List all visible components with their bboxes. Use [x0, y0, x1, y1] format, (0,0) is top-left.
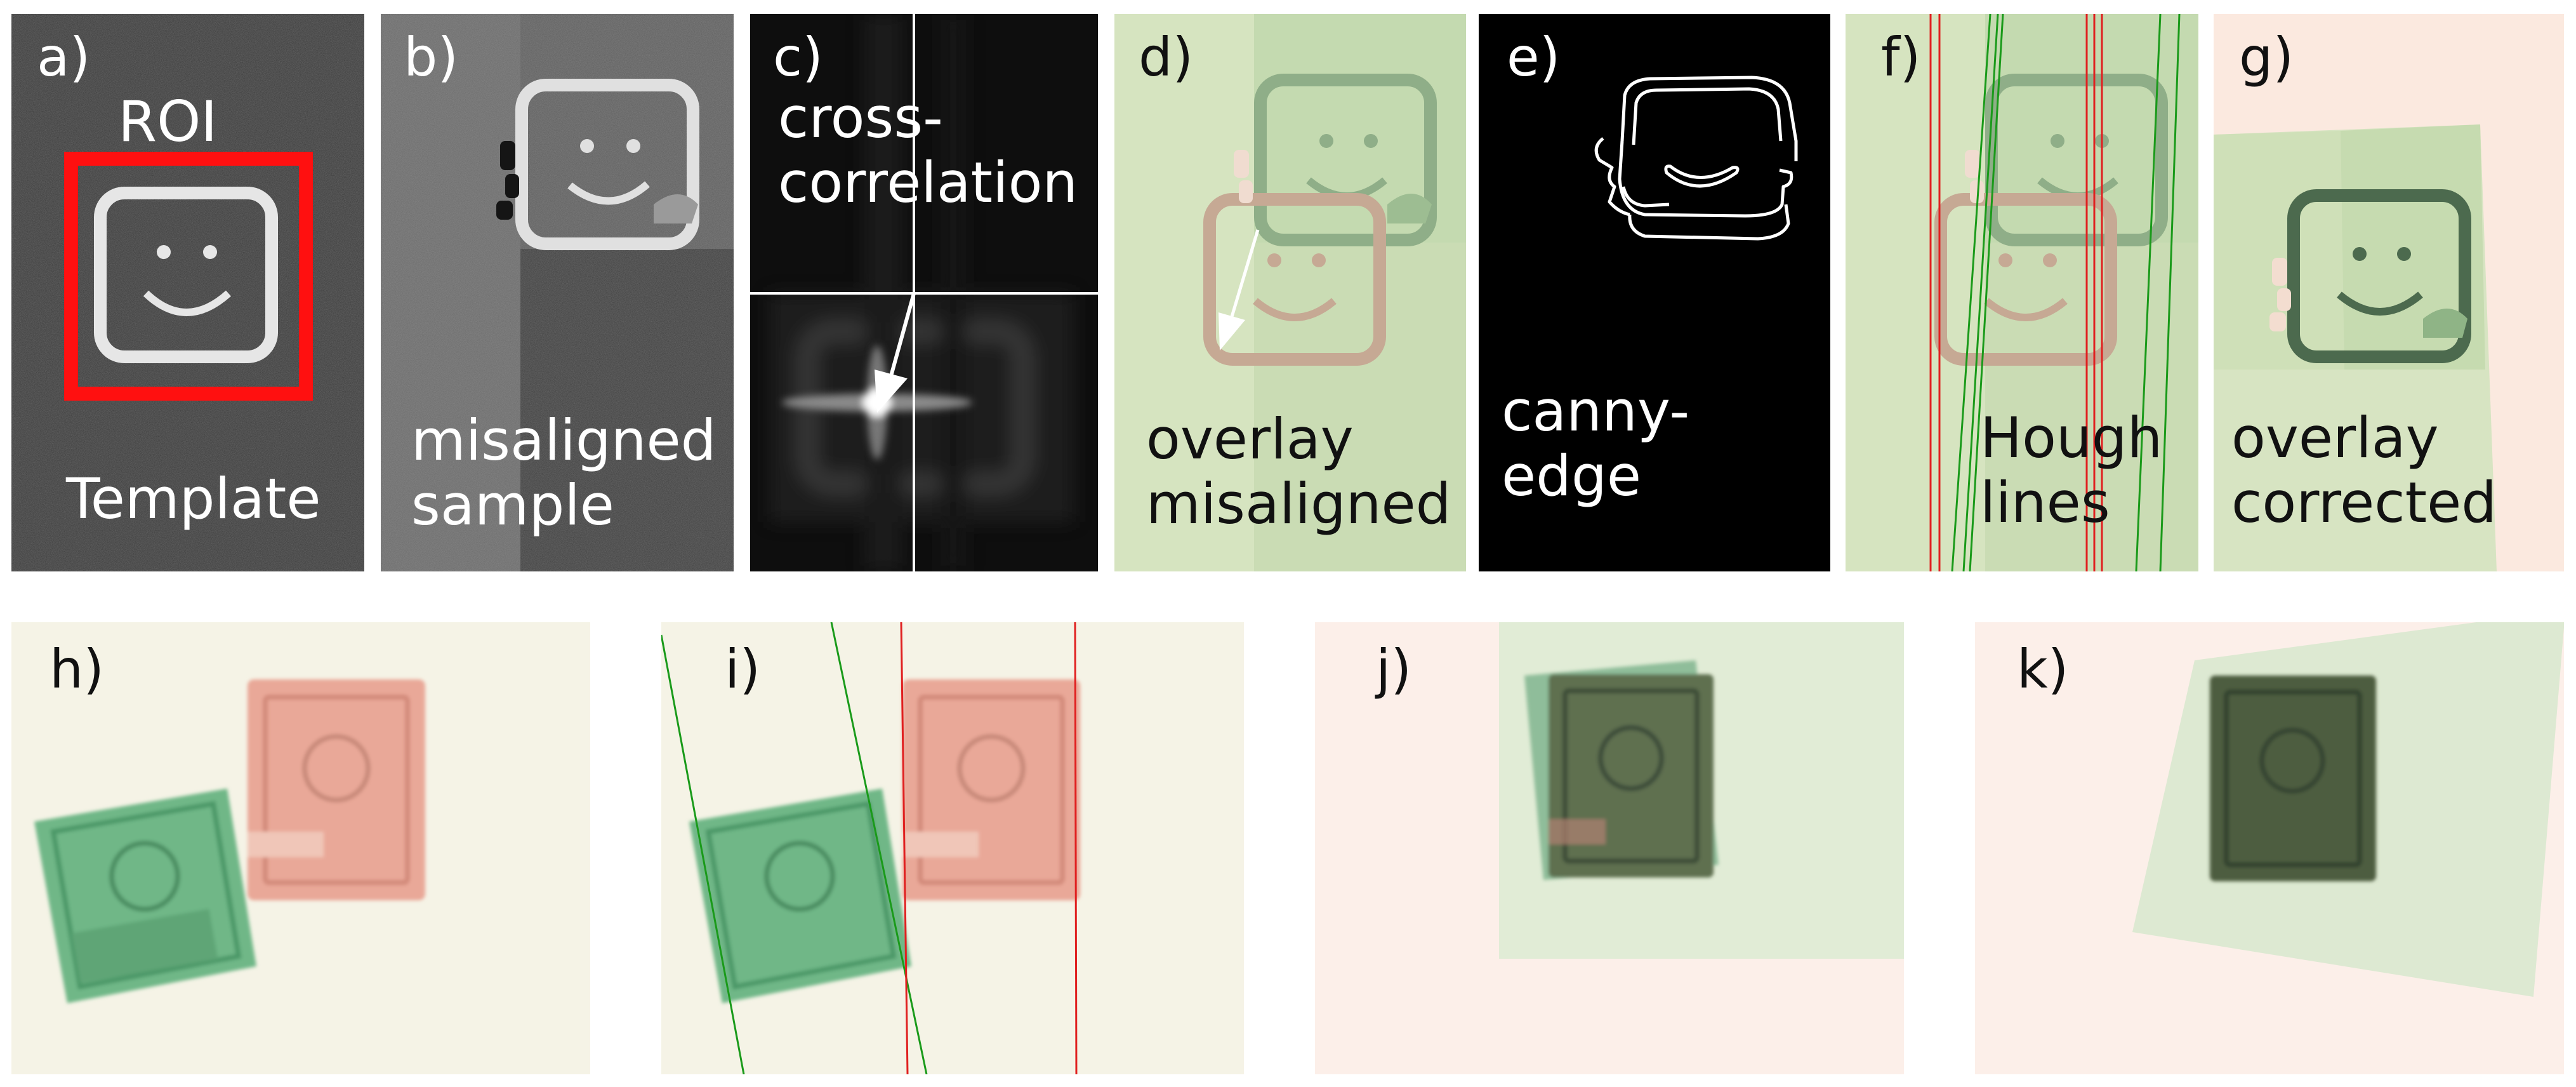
panel-h-graphic [11, 622, 590, 1074]
panel-j-letter: j) [1376, 638, 1412, 700]
panel-f-caption-line2: lines [1980, 470, 2110, 535]
panel-k-graphic [1975, 622, 2564, 1074]
panel-b-graphic [381, 14, 734, 571]
panel-c-graphic [750, 14, 1098, 571]
hough-red-lines [1929, 14, 2103, 571]
panel-e-caption-line1: canny- [1502, 378, 1690, 444]
panel-h-letter: h) [50, 638, 105, 700]
panel-a-template: a) ROI Template [11, 14, 364, 571]
panel-a-letter: a) [37, 26, 91, 88]
panel-g-graphic [2214, 14, 2564, 571]
panel-g-overlay-corrected: g) overlay corrected [2214, 14, 2564, 571]
panel-b-letter: b) [404, 26, 459, 88]
panel-b-misaligned-sample: b) misaligned sample [381, 14, 734, 571]
panel-c-letter: c) [773, 26, 823, 88]
panel-g-caption-line2: corrected [2231, 470, 2497, 535]
panel-k-letter: k) [2017, 638, 2069, 700]
panel-c-cross-correlation: c) cross- correlation [750, 14, 1098, 571]
panel-a-graphic [11, 14, 364, 571]
panel-d-letter: d) [1139, 26, 1194, 88]
panel-e-caption-line2: edge [1502, 443, 1641, 509]
panel-j-photo-overlay: j) [1315, 622, 1904, 1074]
red-object [248, 679, 425, 900]
panel-f-hough-lines: f) Hough lines [1846, 14, 2198, 571]
panel-f-caption-line1: Hough [1980, 405, 2163, 470]
panel-e-canny-edge: e) canny- edge [1479, 14, 1830, 571]
panel-i-letter: i) [725, 638, 761, 700]
panel-e-letter: e) [1507, 26, 1561, 88]
roi-label: ROI [118, 89, 218, 154]
panel-d-caption-line2: misaligned [1146, 471, 1451, 537]
roi-box [64, 152, 313, 401]
smiley-icon [94, 187, 278, 363]
panel-d-overlay-misaligned: d) overlay misaligned [1114, 14, 1466, 571]
template-label: Template [66, 466, 321, 531]
green-object [34, 789, 256, 1003]
panel-g-caption-line1: overlay [2231, 405, 2439, 470]
panel-k-photo-corrected: k) [1975, 622, 2564, 1074]
panel-d-caption-line1: overlay [1146, 406, 1354, 472]
panel-f-letter: f) [1881, 26, 1921, 88]
panel-d-graphic [1114, 14, 1466, 571]
smiley-icon [515, 79, 699, 250]
panel-i-graphic [661, 622, 1244, 1074]
panel-c-caption-line1: cross- [778, 85, 943, 150]
panel-g-letter: g) [2239, 26, 2294, 88]
panel-e-graphic [1479, 14, 1830, 571]
arrow-icon [1219, 312, 1245, 350]
arrow-icon [875, 370, 908, 413]
panel-b-caption-line2: sample [411, 472, 614, 538]
panel-b-caption-line1: misaligned [411, 408, 717, 473]
panel-c-caption-line2: correlation [778, 150, 1078, 215]
hough-green-lines [661, 622, 928, 1074]
panel-i-photo-hough: i) [661, 622, 1244, 1074]
panel-f-graphic [1846, 14, 2198, 571]
hough-green-lines [1951, 14, 2181, 571]
panel-j-graphic [1315, 622, 1904, 1074]
hough-red-lines [900, 622, 1078, 1074]
panel-h-photo-misaligned: h) [11, 622, 590, 1074]
